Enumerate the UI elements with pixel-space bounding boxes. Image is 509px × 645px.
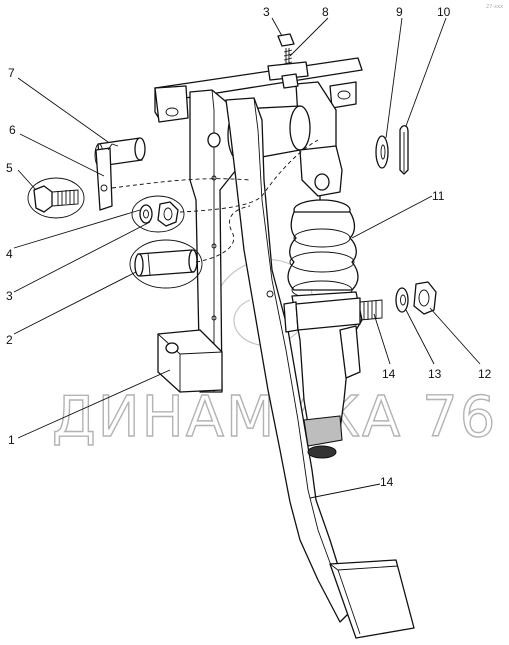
callout-10: 10: [437, 5, 451, 19]
callout-labels: 3 8 9 10 7 6 5 4 3 2 1 11 14 13 12 14: [6, 5, 492, 489]
callout-12: 12: [478, 367, 492, 381]
callout-2: 2: [6, 333, 13, 347]
callout-11: 11: [432, 189, 445, 203]
pedal-lever: [225, 97, 353, 623]
assembly-dashed-lines: [111, 139, 319, 263]
callout-8: 8: [322, 5, 329, 19]
bracket-mounting-flange: [157, 329, 223, 393]
callout-3-top: 3: [263, 5, 270, 19]
clevis-pushrod: [299, 145, 343, 207]
cylinder-boot: [287, 199, 359, 300]
callout-6: 6: [9, 123, 16, 137]
callout-5: 5: [6, 161, 13, 175]
washer-9: [375, 135, 389, 169]
callout-14-lower: 14: [380, 475, 394, 489]
bracket-6: [95, 143, 119, 211]
nut-washer-group: [131, 195, 185, 233]
corner-mark: 27-xxx: [486, 4, 503, 10]
callout-3-left: 3: [6, 289, 13, 303]
callout-1: 1: [8, 433, 15, 447]
bolt-5: [27, 177, 85, 219]
callout-7: 7: [8, 66, 15, 80]
callout-4: 4: [6, 247, 13, 261]
callout-14-upper: 14: [382, 367, 396, 381]
nut-12: [413, 281, 437, 315]
pivot-pin-2: [129, 239, 203, 289]
adjusting-bolt: [267, 33, 309, 89]
bracket-side-plate: [189, 89, 237, 393]
pedal-pad: [329, 559, 415, 639]
callout-13: 13: [428, 367, 442, 381]
cylinder-stud: [283, 297, 383, 333]
washer-13: [395, 287, 409, 313]
cotter-pin-10: [399, 125, 409, 175]
callout-9: 9: [396, 5, 403, 19]
leader-lines: [13, 17, 481, 499]
